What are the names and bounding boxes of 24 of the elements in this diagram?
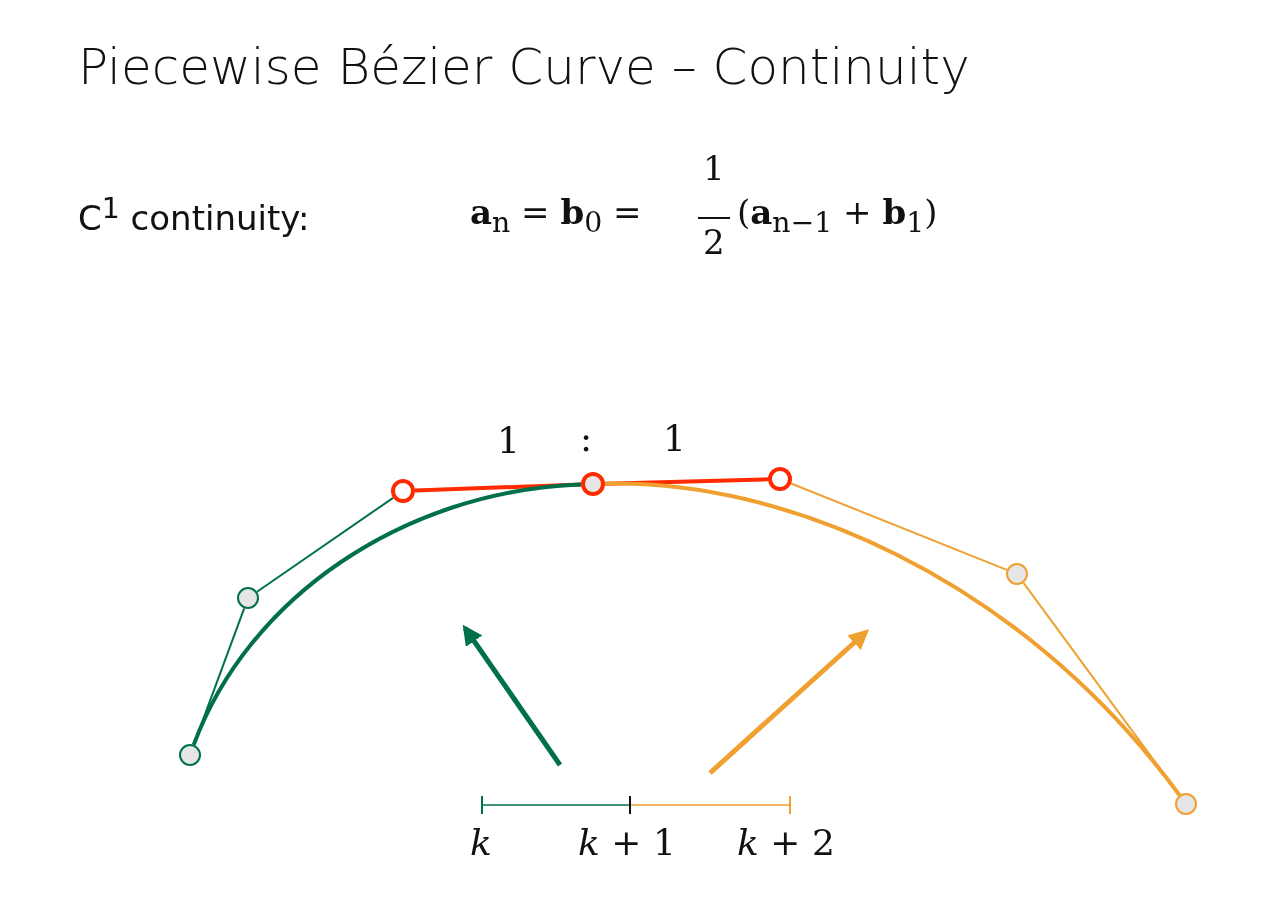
bezier-curve — [604, 481, 1182, 797]
control-point — [768, 467, 792, 491]
control-polygon-segment — [414, 482, 582, 493]
control-point — [391, 479, 415, 503]
bezier-curve — [191, 482, 582, 746]
formula-text: (a$_{n−1}$ + b$_{1}$) — [737, 192, 938, 239]
parameter-label: k + 2 — [737, 822, 835, 863]
parameter-label: k — [470, 822, 492, 863]
ratio-label: 1 — [663, 418, 686, 459]
fraction-numerator: 1 — [703, 148, 725, 188]
ratio-label: : — [580, 418, 593, 459]
formula-text: a$_{n}$ = b$_{0}$ = — [470, 192, 642, 239]
control-polygon-segment — [790, 482, 1008, 571]
control-point — [1006, 563, 1028, 585]
fraction-denominator: 2 — [703, 222, 725, 262]
parameter-label: k + 1 — [578, 822, 676, 863]
control-point — [237, 587, 259, 609]
ratio-label: 1 — [497, 420, 520, 461]
control-point — [1175, 793, 1197, 815]
condition-label: C$^{1}$ continuity: — [78, 192, 310, 239]
control-point — [581, 472, 605, 496]
control-polygon-segment — [256, 496, 395, 593]
control-point — [179, 744, 201, 766]
slide-title: Piecewise Bézier Curve – Continuity — [78, 38, 970, 96]
